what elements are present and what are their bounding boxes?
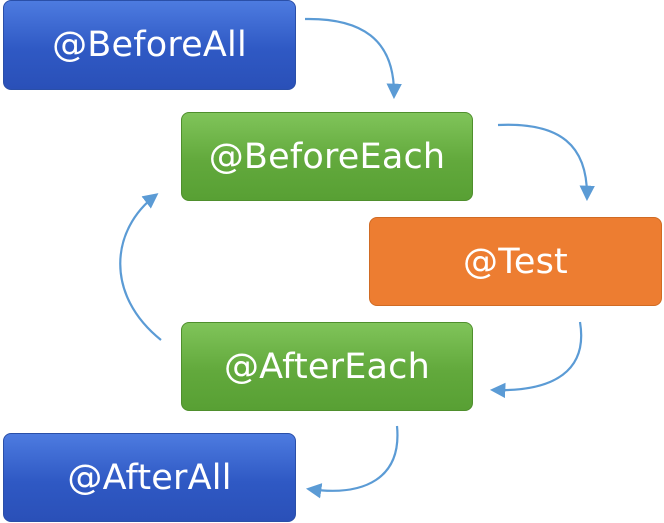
before-all-label: @BeforeAll <box>52 25 247 65</box>
before-all-box: @BeforeAll <box>3 0 296 90</box>
arrow-test-to-aftereach <box>489 321 583 399</box>
arrow-aftereach-to-beforeeach <box>119 193 162 341</box>
arrow-beforeeach-to-test <box>497 123 595 202</box>
test-label: @Test <box>463 241 568 282</box>
after-all-label: @AfterAll <box>67 457 232 498</box>
after-each-label: @AfterEach <box>223 346 431 387</box>
test-box: @Test <box>369 217 662 306</box>
before-each-box: @BeforeEach <box>181 112 473 201</box>
before-each-label: @BeforeEach <box>208 136 446 177</box>
after-each-box: @AfterEach <box>181 322 473 411</box>
arrow-aftereach-to-afterall <box>305 425 399 499</box>
arrow-beforeall-to-beforeeach <box>304 17 402 100</box>
after-all-box: @AfterAll <box>3 433 296 522</box>
